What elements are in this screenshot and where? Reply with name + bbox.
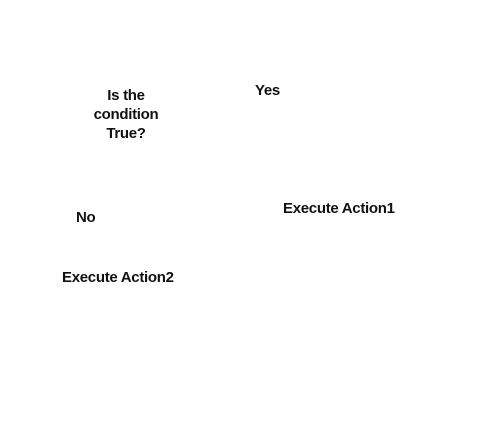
no-branch-label: No (76, 209, 96, 226)
action1-node-label: Execute Action1 (283, 200, 395, 217)
yes-branch-label: Yes (255, 82, 280, 99)
decision-line-1: Is the (107, 87, 145, 104)
action2-node-label: Execute Action2 (62, 269, 174, 286)
decision-line-2: condition (93, 106, 159, 123)
decision-line-3: True? (106, 125, 146, 142)
decision-node-label: Is the condition True? (80, 86, 172, 143)
